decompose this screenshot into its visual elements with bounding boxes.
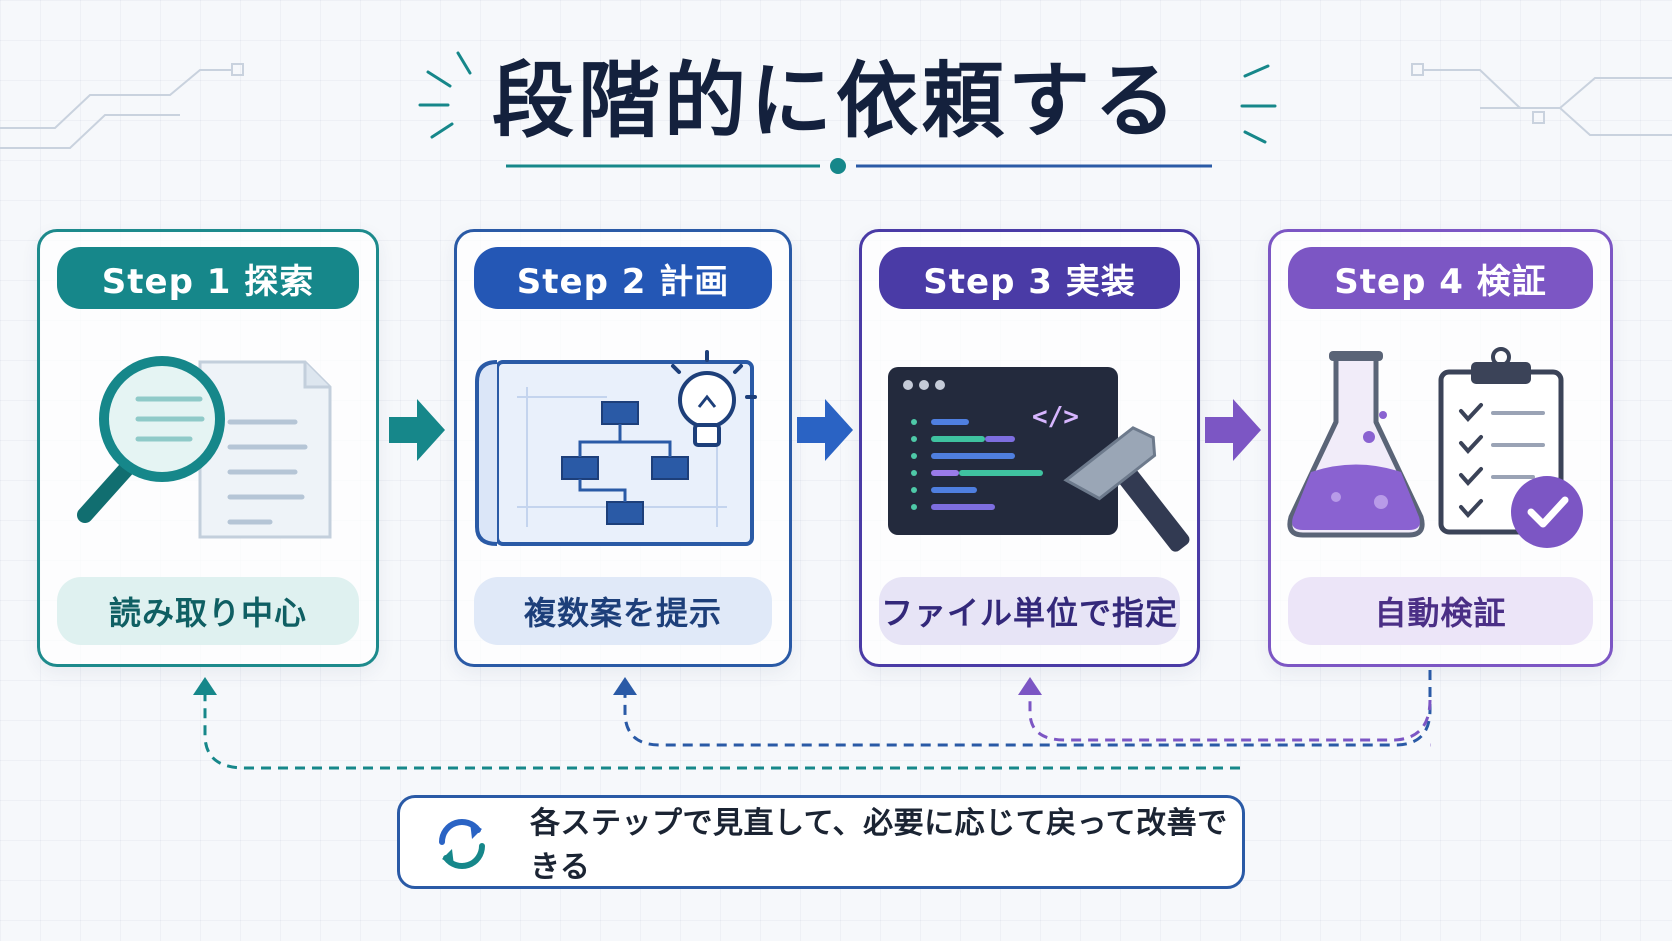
step-label: Step 3 実装 <box>879 247 1180 309</box>
arrow-right-icon <box>797 399 853 461</box>
step-label: Step 2 計画 <box>474 247 772 309</box>
step-card-verify: Step 4 検証 自動検証 <box>1268 229 1613 667</box>
step-card-implement: Step 3 実装 </> ファイル単位で指定 <box>859 229 1200 667</box>
code-editor-hammer-icon: </> <box>888 367 1190 552</box>
step-label: Step 1 探索 <box>57 247 359 309</box>
page-title: 段階的に依頼する <box>491 54 1180 149</box>
step-caption: 読み取り中心 <box>57 577 359 645</box>
title-spark-left <box>418 51 472 139</box>
blueprint-lightbulb-icon <box>475 350 757 546</box>
step-card-plan: Step 2 計画 複数案を提示 <box>454 229 792 667</box>
title-spark-right <box>1240 64 1277 144</box>
refresh-icon <box>439 819 485 869</box>
step-card-explore: Step 1 探索 読み取り中心 <box>37 229 379 667</box>
flask-checklist-icon <box>1287 347 1583 548</box>
step-label: Step 4 検証 <box>1288 247 1593 309</box>
title-underline <box>506 158 1212 174</box>
feedback-note: 各ステップで見直して、必要に応じて戻って改善できる <box>397 795 1245 889</box>
step-caption: 自動検証 <box>1288 577 1593 645</box>
arrow-right-icon <box>389 399 445 461</box>
arrow-right-icon <box>1205 399 1261 461</box>
magnifier-document-icon <box>77 356 332 539</box>
feedback-note-text: 各ステップで見直して、必要に応じて戻って改善できる <box>530 806 1228 885</box>
step-caption: 複数案を提示 <box>474 577 772 645</box>
step-caption: ファイル単位で指定 <box>879 577 1180 645</box>
svg-text:</>: </> <box>1032 402 1079 432</box>
